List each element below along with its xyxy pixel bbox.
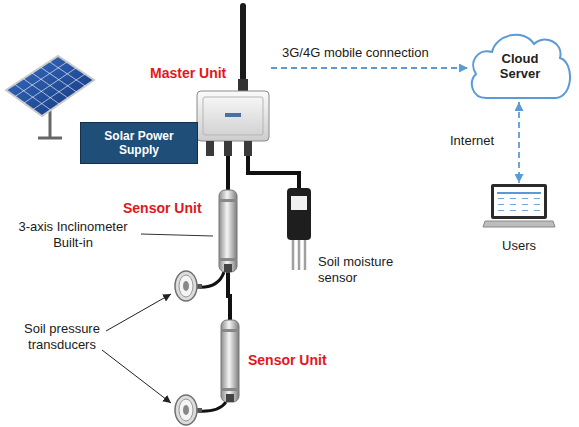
callout-label: 3-axis Inclinometer Built-in: [4, 219, 142, 250]
transducer-hub: [183, 405, 189, 415]
user-laptop: Users: [483, 183, 555, 233]
sensor-plate: [291, 196, 307, 210]
display-bar: [497, 192, 541, 194]
node-text: Solar Power Supply: [97, 129, 181, 158]
label-holder: Soil moisture sensor: [318, 254, 410, 285]
display-dash: [522, 210, 528, 211]
cable-gland: [206, 141, 214, 156]
sensor-unit: Sensor Unit: [216, 190, 240, 272]
display-dash: [522, 204, 528, 205]
transducer-face: [179, 399, 193, 421]
label-holder: Internet: [448, 133, 496, 149]
moisture-sensor-art: [284, 188, 314, 270]
label-holder: 3-axis Inclinometer Built-in: [4, 219, 142, 250]
enclosure: [197, 91, 269, 141]
display-dash: [522, 198, 528, 199]
connector: [226, 153, 230, 190]
tube-plug: [224, 264, 232, 272]
node-label: Master Unit: [150, 65, 226, 81]
node-text: Cloud Server: [492, 52, 548, 82]
label-holder: Users: [469, 238, 569, 254]
display-dash: [534, 210, 540, 211]
pressure-transducer: [175, 395, 202, 425]
display-dash: [498, 210, 504, 211]
pointer-arrow: [102, 350, 171, 403]
cable-gland: [244, 141, 252, 156]
sensor-probe: [304, 240, 307, 270]
label-holder: Sensor Unit: [123, 200, 202, 216]
user-laptop-art: [483, 183, 555, 233]
cable-gland: [224, 141, 232, 156]
sensor-unit-art: [216, 190, 240, 272]
pointer-arrow: [106, 294, 171, 331]
display-dash: [510, 198, 516, 199]
master-unit: Master Unit: [195, 3, 271, 153]
antenna-base: [238, 79, 248, 91]
callout-label: Soil pressure transducers: [16, 321, 108, 352]
pressure-transducer: [175, 271, 202, 301]
sensor-unit: Sensor Unit: [218, 320, 242, 402]
tube-band: [221, 388, 239, 391]
power-box: Solar Power Supply: [80, 122, 198, 164]
cloud-server: Cloud Server: [468, 28, 572, 102]
tube-band: [221, 329, 239, 332]
label-holder: Sensor Unit: [248, 352, 327, 368]
connector: [228, 272, 230, 320]
tube-band: [219, 258, 237, 261]
panel-face: [6, 56, 94, 116]
sensor-probe: [292, 240, 295, 270]
display-dash: [534, 198, 540, 199]
node-label: Soil moisture sensor: [318, 254, 410, 285]
laptop-base: [483, 221, 555, 227]
sensor-unit-art: [218, 320, 242, 402]
sensor-tube: [219, 190, 237, 272]
display-dash: [510, 210, 516, 211]
transducer-disc: [175, 395, 197, 425]
connector: [518, 102, 520, 183]
logo-mark: [225, 113, 241, 117]
node-label: Users: [469, 238, 569, 254]
edge-label: 3G/4G mobile connection: [280, 45, 431, 61]
leader-line: [141, 234, 213, 236]
transducer-disc: [175, 271, 197, 301]
connector: [271, 67, 468, 69]
tube-plug: [226, 394, 234, 402]
antenna: [240, 3, 246, 81]
laptop-screen: [491, 184, 547, 219]
display-dash: [498, 204, 504, 205]
transducer-face: [179, 275, 193, 297]
sensor-tube: [221, 320, 239, 402]
panel-grid: [15, 62, 86, 110]
enclosure-lid: [203, 97, 263, 135]
cloud-shape: [472, 35, 570, 98]
node-label: Sensor Unit: [123, 200, 202, 216]
display-dash: [534, 204, 540, 205]
display-dash: [510, 204, 516, 205]
panel-foot: [38, 137, 62, 140]
label-holder: Soil pressure transducers: [16, 321, 108, 352]
tube-band: [219, 199, 237, 202]
display-dash: [498, 198, 504, 199]
moisture-sensor: Soil moisture sensor: [284, 188, 314, 270]
connector: [248, 153, 299, 188]
label-holder: 3G/4G mobile connection: [280, 45, 431, 61]
label-holder: Master Unit: [150, 65, 226, 81]
laptop-display: [494, 187, 544, 216]
transducer-hub: [183, 281, 189, 291]
node-label: Sensor Unit: [248, 352, 327, 368]
sensor-probe: [298, 240, 301, 270]
edge-label: Internet: [448, 133, 496, 149]
sensor-body: [287, 188, 311, 240]
